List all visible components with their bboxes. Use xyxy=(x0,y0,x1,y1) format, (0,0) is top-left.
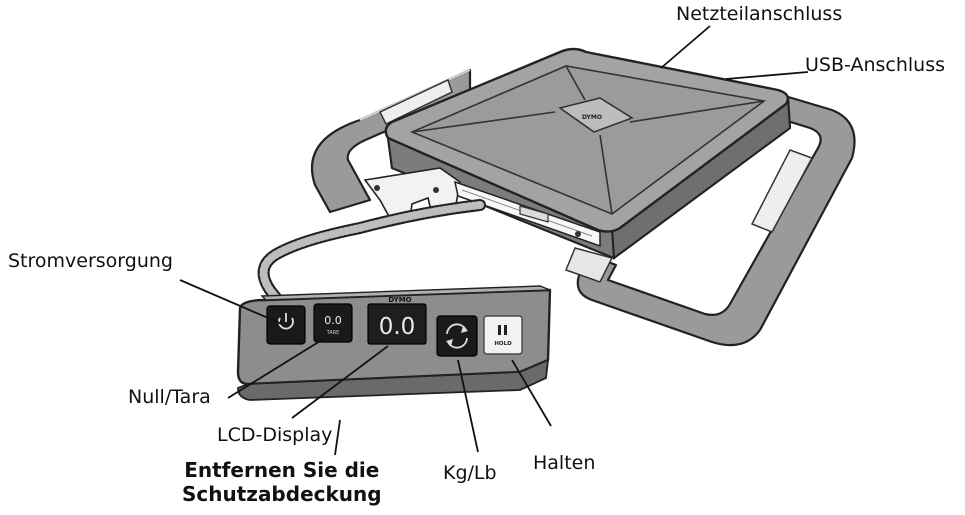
label-zero-tare: Null/Tara xyxy=(128,386,211,408)
lcd-reading: 0.0 xyxy=(379,314,416,340)
leader-kglb xyxy=(457,359,479,453)
label-usb-port: USB-Anschluss xyxy=(805,54,945,76)
leader-netzteil xyxy=(660,25,711,69)
front-handle xyxy=(565,94,856,347)
control-pod: DYMO 0.0 TARE 0.0 xyxy=(236,285,552,401)
leader-lines xyxy=(179,25,809,456)
label-power: Stromversorgung xyxy=(8,250,173,272)
label-lcd-display: LCD-Display xyxy=(217,424,333,446)
pause-icon xyxy=(498,325,507,335)
lcd-display: 0.0 xyxy=(367,303,427,345)
zero-tare-button[interactable]: 0.0 TARE xyxy=(313,303,353,343)
leader-cover xyxy=(334,419,341,456)
power-button[interactable] xyxy=(266,305,306,345)
leader-tare xyxy=(227,337,326,399)
label-power-supply-port: Netzteilanschluss xyxy=(676,3,843,25)
label-remove-cover-line2: Schutzabdeckung xyxy=(182,482,382,507)
label-hold: Halten xyxy=(533,452,596,474)
hold-button[interactable]: HOLD xyxy=(483,315,523,355)
kg-lb-button[interactable] xyxy=(436,315,478,357)
weighing-platform: DYMO xyxy=(384,47,789,233)
label-kg-lb: Kg/Lb xyxy=(443,462,497,484)
platform-brand-logo: DYMO xyxy=(582,114,602,121)
power-icon xyxy=(278,313,294,330)
leader-usb xyxy=(725,71,809,80)
tare-button-value: 0.0 xyxy=(324,314,342,327)
coiled-cable xyxy=(257,199,486,324)
tare-button-sublabel: TARE xyxy=(326,330,340,336)
unit-toggle-icon xyxy=(446,323,468,349)
leader-lcd xyxy=(291,345,389,419)
pod-brand-logo: DYMO xyxy=(388,296,411,304)
leader-power xyxy=(179,279,283,325)
label-remove-cover: Entfernen Sie die Schutzabdeckung xyxy=(182,458,382,507)
label-remove-cover-line1: Entfernen Sie die xyxy=(184,458,380,482)
hold-button-label: HOLD xyxy=(494,341,512,347)
leader-hold xyxy=(511,359,552,427)
